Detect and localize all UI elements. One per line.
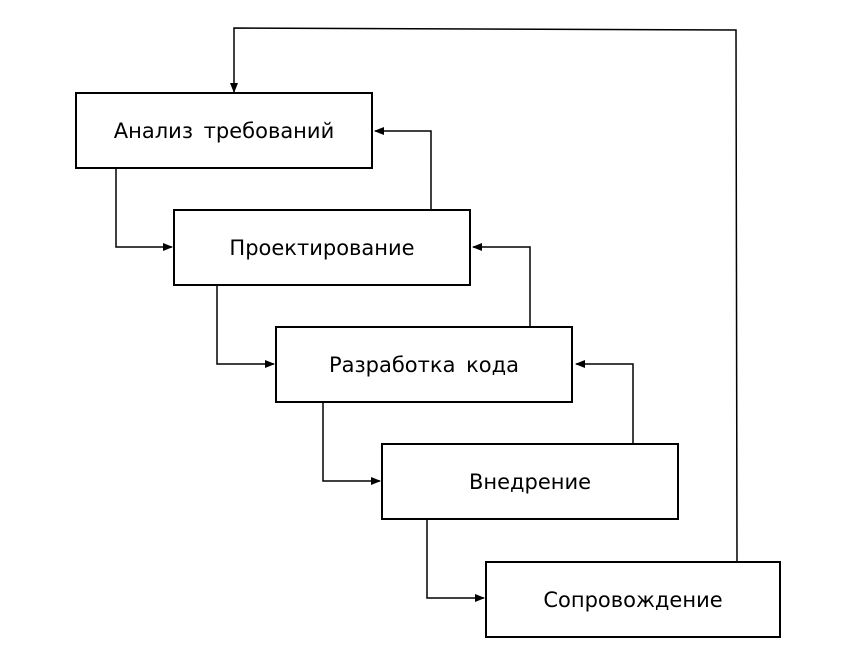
arrow-back-2 (472, 243, 531, 326)
stage-box-deployment: Внедрение (381, 443, 679, 520)
stage-label: Разработка кода (328, 352, 520, 377)
stage-label: Сопровождение (543, 587, 723, 612)
stage-box-requirements: Анализ требований (75, 92, 373, 169)
arrow-back-1 (374, 127, 432, 210)
stage-box-maintenance: Сопровождение (485, 561, 781, 638)
stage-label: Внедрение (468, 469, 592, 494)
arrow-forward-1 (115, 168, 173, 251)
arrow-forward-2 (216, 285, 275, 368)
stage-box-coding: Разработка кода (275, 326, 573, 403)
arrow-feedback-loop (230, 27, 738, 562)
stage-label: Проектирование (229, 235, 415, 260)
stage-label: Анализ требований (113, 118, 335, 143)
stage-box-design: Проектирование (173, 209, 471, 286)
arrow-forward-3 (322, 402, 381, 485)
arrow-forward-4 (426, 519, 485, 602)
arrow-back-3 (575, 360, 634, 443)
